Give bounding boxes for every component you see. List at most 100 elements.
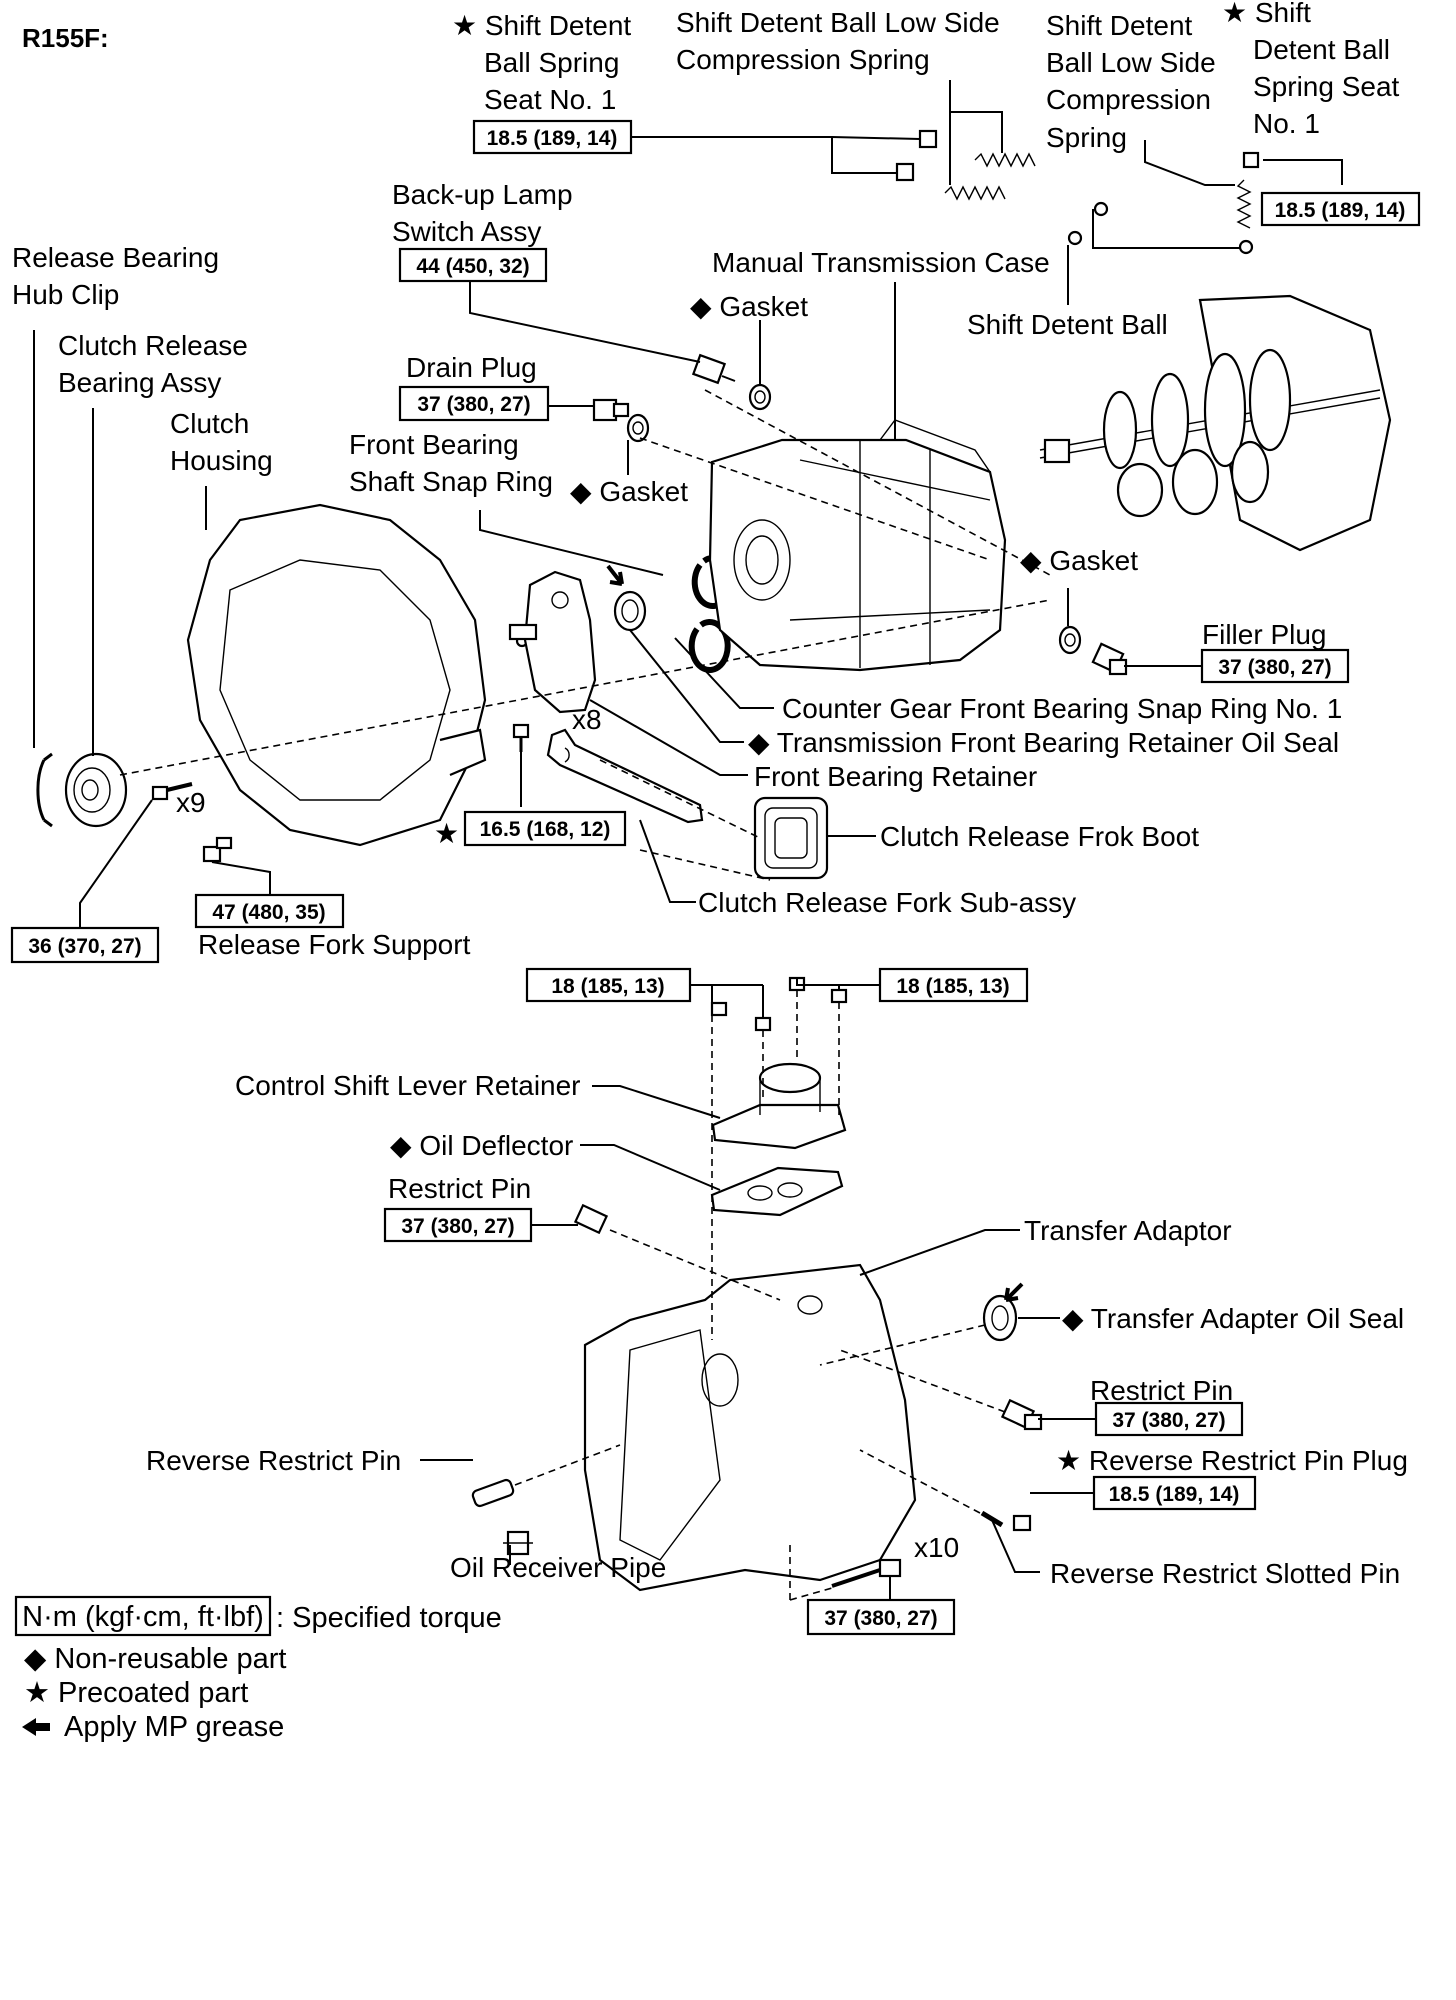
hub-clip-label: Release Bearing Hub Clip <box>12 242 227 310</box>
drain-plug-graphic <box>592 398 630 422</box>
retainer-bolt-graphic <box>512 723 530 752</box>
front-bearing-retainer-graphic <box>508 570 597 714</box>
oil-deflector-label: ◆ Oil Deflector <box>390 1130 573 1161</box>
fork-support-graphic <box>202 836 233 863</box>
svg-text:18 (185, 13): 18 (185, 13) <box>551 975 664 998</box>
svg-text:37 (380, 27): 37 (380, 27) <box>401 1215 514 1238</box>
slotted-pin-label: Reverse Restrict Slotted Pin <box>1050 1558 1400 1589</box>
gear-train-graphic <box>1039 294 1392 552</box>
svg-text:37 (380, 27): 37 (380, 27) <box>417 393 530 416</box>
svg-text:36 (370, 27): 36 (370, 27) <box>28 935 141 958</box>
torque-box-seat-left: 18.5 (189, 14) <box>472 119 633 155</box>
restrict-pin-left-label: Restrict Pin <box>388 1173 531 1204</box>
legend-grease: Apply MP grease <box>64 1711 284 1743</box>
torque-box-seat-right: 18.5 (189, 14) <box>1260 191 1421 227</box>
torque-box-restrict-left: 37 (380, 27) <box>383 1207 533 1243</box>
legend-nonreusable: ◆ Non-reusable part <box>24 1643 287 1675</box>
front-retainer-label: Front Bearing Retainer <box>754 761 1037 792</box>
fork-boot-label: Clutch Release Frok Boot <box>880 821 1199 852</box>
torque-box-drain-plug: 37 (380, 27) <box>398 385 550 422</box>
bearing-assy-label: Clutch Release Bearing Assy <box>58 330 256 398</box>
torque-box-adaptor-bolt: 37 (380, 27) <box>806 1598 956 1636</box>
svg-text:37 (380, 27): 37 (380, 27) <box>1218 656 1331 679</box>
legend: N·m (kgf·cm, ft·lbf) : Specified torque … <box>14 1595 502 1743</box>
shift-bolt-graphic <box>710 976 848 1032</box>
gasket-right-label: ◆ Gasket <box>1020 545 1138 576</box>
control-retainer-label: Control Shift Lever Retainer <box>235 1070 581 1101</box>
x10-label: x10 <box>914 1532 959 1563</box>
svg-text:37 (380, 27): 37 (380, 27) <box>1112 1409 1225 1432</box>
torque-box-filler-plug: 37 (380, 27) <box>1200 648 1350 684</box>
housing-bolt-graphic <box>151 782 193 801</box>
torque-box-shift-right: 18 (185, 13) <box>878 967 1029 1003</box>
transfer-adaptor-graphic <box>583 1263 917 1592</box>
hub-clip-graphic <box>36 752 53 828</box>
torque-box-housing-bolt: 36 (370, 27) <box>10 926 160 964</box>
torque-box-fork-support: 47 (480, 35) <box>194 893 345 929</box>
leader-lines <box>33 80 1343 1600</box>
reverse-plug-label: ★ Reverse Restrict Pin Plug <box>1056 1445 1408 1476</box>
release-bearing-graphic <box>64 752 128 828</box>
backup-lamp-switch-graphic <box>691 353 736 385</box>
fork-support-label: Release Fork Support <box>198 929 471 960</box>
x8-label: x8 <box>572 704 602 735</box>
oil-seal-label: ◆ Transmission Front Bearing Retainer Oi… <box>748 727 1339 758</box>
clutch-housing-graphic <box>186 503 529 847</box>
seat-right-label: ★ Shift Detent Ball Spring Seat No. 1 <box>1222 0 1407 139</box>
x9-label: x9 <box>176 787 206 818</box>
clutch-release-fork-graphic <box>546 728 704 824</box>
torque-box-backup-switch: 44 (450, 32) <box>398 247 548 283</box>
legend-torque-unit: N·m (kgf·cm, ft·lbf) <box>22 1601 264 1633</box>
svg-text:47 (480, 35): 47 (480, 35) <box>212 901 325 924</box>
legend-torque-desc: : Specified torque <box>276 1602 502 1634</box>
low-spring-right-label: Shift Detent Ball Low Side Compression S… <box>1046 10 1223 153</box>
detent-ball-graphic <box>1067 201 1254 255</box>
oil-receiver-pipe-graphic <box>503 1530 533 1556</box>
counter-snap-ring-label: Counter Gear Front Bearing Snap Ring No.… <box>782 693 1342 724</box>
manual-case-label: Manual Transmission Case <box>712 247 1050 278</box>
torque-box-retainer-bolt: 16.5 (168, 12) <box>463 810 627 847</box>
transfer-seal-graphic <box>982 1282 1024 1342</box>
assembly-dash-lines <box>119 389 1051 1601</box>
oil-deflector-graphic <box>710 1166 844 1217</box>
shift-detent-ball-label: Shift Detent Ball <box>967 309 1168 340</box>
svg-text:18.5 (189, 14): 18.5 (189, 14) <box>1109 1483 1240 1506</box>
filler-plug-label: Filler Plug <box>1202 619 1326 650</box>
fork-boot-graphic <box>753 796 829 880</box>
seat-bolt-graphic <box>895 129 1260 182</box>
star-retainer-label: ★ <box>434 818 459 849</box>
front-snap-ring-label: Front Bearing Shaft Snap Ring <box>349 429 553 497</box>
slotted-pin-graphic <box>980 1510 1032 1532</box>
legend-torque-box <box>14 1595 272 1637</box>
filler-plug-graphic <box>1091 642 1128 676</box>
legend-precoated: ★ Precoated part <box>24 1677 248 1709</box>
svg-text:18.5 (189, 14): 18.5 (189, 14) <box>1275 199 1406 222</box>
torque-box-reverse-plug: 18.5 (189, 14) <box>1092 1475 1257 1511</box>
svg-text:18.5 (189, 14): 18.5 (189, 14) <box>487 127 618 150</box>
seat-left-label: ★ Shift Detent Ball Spring Seat No. 1 <box>452 10 639 115</box>
model-code: R155F: <box>22 23 109 53</box>
torque-box-shift-left: 18 (185, 13) <box>525 967 692 1003</box>
low-spring-top-label: Shift Detent Ball Low Side Compression S… <box>676 7 1008 75</box>
gasket-mid-label: ◆ Gasket <box>570 476 688 507</box>
reverse-restrict-pin-graphic <box>471 1478 515 1508</box>
svg-text:37 (380, 27): 37 (380, 27) <box>824 1607 937 1630</box>
clutch-housing-label: Clutch Housing <box>170 408 273 476</box>
oil-receiver-label: Oil Receiver Pipe <box>450 1552 666 1583</box>
oil-seal-graphic <box>606 564 647 632</box>
drain-plug-label: Drain Plug <box>406 352 537 383</box>
reverse-pin-label: Reverse Restrict Pin <box>146 1445 401 1476</box>
manual-transmission-case-graphic <box>708 419 1007 672</box>
control-shift-lever-retainer-graphic <box>711 1062 847 1150</box>
grease-arrow-icon <box>22 1718 50 1736</box>
svg-text:44 (450, 32): 44 (450, 32) <box>416 255 529 278</box>
fork-subassy-label: Clutch Release Fork Sub-assy <box>698 887 1076 918</box>
svg-text:18 (185, 13): 18 (185, 13) <box>896 975 1009 998</box>
restrict-pin-right-label: Restrict Pin <box>1090 1375 1233 1406</box>
spring-graphic <box>944 152 1252 229</box>
transfer-adaptor-label: Transfer Adaptor <box>1024 1215 1232 1246</box>
gasket-graphic <box>626 383 1082 655</box>
gasket-top-label: ◆ Gasket <box>690 291 808 322</box>
